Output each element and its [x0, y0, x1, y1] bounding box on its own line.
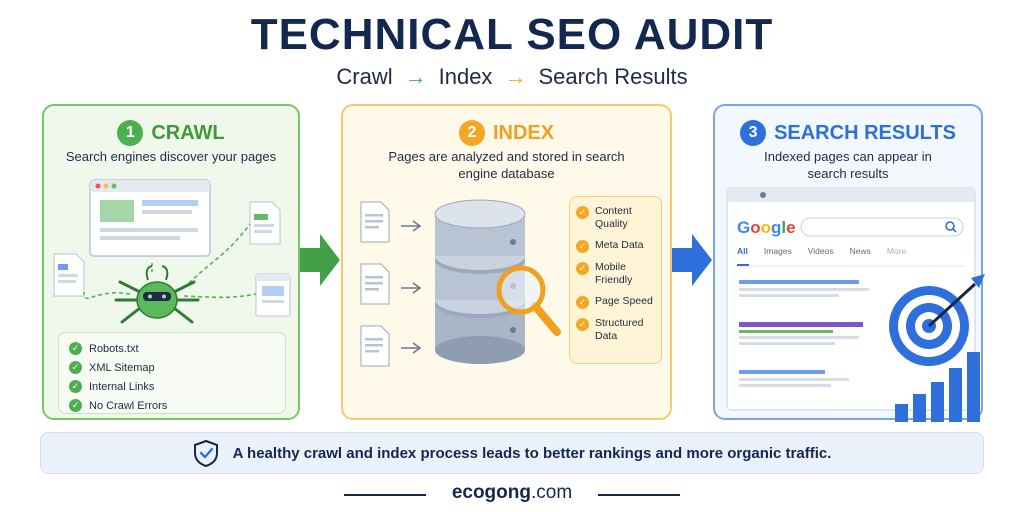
factor-item: ✓ Structured Data [576, 317, 655, 343]
magnifier-icon [496, 265, 561, 336]
step-number-badge: 3 [740, 120, 767, 146]
crawl-description: Search engines discover your pages [65, 149, 277, 164]
target-icon [889, 274, 985, 366]
check-icon: ✓ [576, 296, 589, 309]
crawl-heading: 1 CRAWL [44, 120, 298, 146]
checklist-item: ✓ XML Sitemap [69, 358, 275, 377]
step-number-badge: 1 [117, 120, 144, 146]
search-heading: 3 SEARCH RESULTS [715, 120, 981, 146]
factor-item: ✓ Page Speed [576, 295, 655, 309]
crawl-illustration [53, 179, 291, 324]
checklist-item: ✓ Robots.txt [69, 339, 275, 358]
check-icon: ✓ [576, 318, 589, 331]
check-icon: ✓ [69, 380, 82, 393]
divider [598, 494, 680, 496]
flow-subtitle: Crawl → Index → Search Results [0, 64, 1024, 90]
check-icon: ✓ [69, 361, 82, 374]
spider-icon [114, 265, 200, 324]
tab-all[interactable]: All [737, 246, 748, 256]
blue-arrow-icon [672, 234, 712, 286]
index-title: INDEX [492, 121, 555, 144]
brand-logo: ecogong.com [451, 482, 573, 503]
green-arrow-icon [300, 234, 340, 286]
document-icon [255, 273, 291, 317]
factor-item: ✓ Content Quality [576, 205, 655, 231]
index-heading: 2 INDEX [343, 120, 670, 146]
crawl-title: CRAWL [151, 121, 225, 144]
growth-bars [895, 352, 980, 422]
check-icon: ✓ [576, 240, 589, 253]
crawl-checklist: ✓ Robots.txt ✓ XML Sitemap ✓ Internal Li… [58, 332, 286, 414]
page-title: TECHNICAL SEO AUDIT [250, 10, 774, 59]
divider [344, 494, 426, 496]
search-description: Indexed pages can appear in search resul… [764, 149, 932, 181]
step-number-badge: 2 [458, 120, 485, 146]
search-title: SEARCH RESULTS [774, 121, 956, 144]
document-icon [53, 253, 85, 297]
index-description: Pages are analyzed and stored in search … [388, 149, 625, 181]
arrow-right-icon: → [504, 64, 527, 89]
factor-item: ✓ Meta Data [576, 239, 655, 253]
arrow-right-icon: → [404, 64, 427, 89]
document-icon [249, 201, 281, 245]
checklist-item: ✓ Internal Links [69, 377, 275, 396]
document-icon [360, 263, 390, 305]
crawl-panel: 1 CRAWL Search engines discover your pag… [42, 104, 300, 420]
tab-videos[interactable]: Videos [807, 246, 834, 256]
search-results-panel: 3 SEARCH RESULTS Indexed pages can appea… [713, 104, 985, 422]
factor-item: ✓ Mobile Friendly [576, 261, 655, 287]
check-icon: ✓ [69, 342, 82, 355]
check-icon: ✓ [69, 399, 82, 412]
tab-more[interactable]: More [886, 246, 907, 256]
search-tabs: All Images Videos News More [737, 246, 906, 256]
index-illustration [360, 199, 561, 367]
index-panel: 2 INDEX Pages are analyzed and stored in… [341, 104, 672, 420]
document-icon [360, 201, 390, 243]
tab-news[interactable]: News [849, 246, 871, 256]
index-factors: ✓ Content Quality ✓ Meta Data ✓ Mobile F… [569, 196, 662, 364]
browser-icon [89, 179, 211, 257]
tab-images[interactable]: Images [763, 246, 792, 256]
google-logo: Google [737, 218, 796, 237]
checklist-item: ✓ No Crawl Errors [69, 396, 275, 415]
check-icon: ✓ [576, 206, 589, 219]
check-icon: ✓ [576, 262, 589, 275]
flow-step-crawl: Crawl [336, 64, 393, 89]
search-illustration [726, 187, 985, 422]
shield-check-icon [193, 439, 218, 467]
document-icon [360, 325, 390, 367]
footer-banner: A healthy crawl and index process leads … [40, 432, 984, 474]
flow-step-index: Index [438, 64, 493, 89]
flow-step-search: Search Results [538, 64, 688, 89]
footer-message: A healthy crawl and index process leads … [232, 444, 832, 462]
